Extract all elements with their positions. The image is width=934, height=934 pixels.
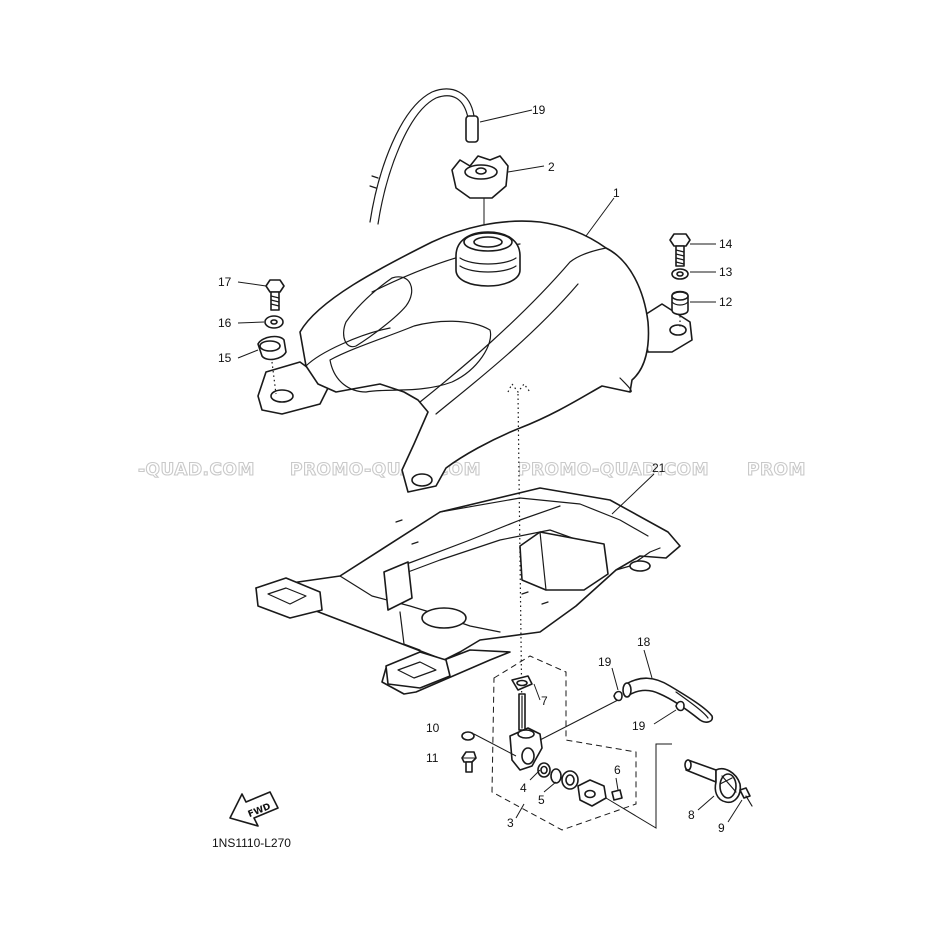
forward-arrow-icon: FWD <box>229 791 279 827</box>
fuel-valve-assembly <box>461 655 672 831</box>
callout-19-lower: 19 <box>632 719 646 733</box>
callout-7: 7 <box>541 694 548 708</box>
left-mount-hardware <box>257 279 287 395</box>
watermark-4: PROM <box>747 460 806 480</box>
callout-5: 5 <box>538 793 545 807</box>
watermark-row: -QUAD.COM PROMO-QUAD.COM PROMO-QUAD.COM … <box>137 459 806 480</box>
callout-18: 18 <box>637 635 651 649</box>
callout-17: 17 <box>218 275 232 289</box>
callout-11: 11 <box>426 751 439 765</box>
watermark-1: -QUAD.COM <box>138 460 255 480</box>
watermark-3: PROMO-QUAD.COM <box>518 460 709 480</box>
fuel-cap <box>451 155 509 226</box>
callout-3: 3 <box>507 816 514 830</box>
callout-16: 16 <box>218 316 232 330</box>
callout-19-upper: 19 <box>598 655 612 669</box>
fuel-hose <box>611 649 714 725</box>
callout-4: 4 <box>520 781 527 795</box>
callout-12: 12 <box>719 295 733 309</box>
callout-2: 2 <box>548 160 555 174</box>
callout-14: 14 <box>719 237 733 251</box>
assembly-centerline <box>517 393 523 721</box>
callout-15: 15 <box>218 351 232 365</box>
tank-bracket <box>255 473 681 695</box>
callout-10: 10 <box>426 721 440 735</box>
callout-6: 6 <box>614 763 621 777</box>
callout-numbers: 19 2 1 14 13 12 17 16 15 21 18 19 19 7 1… <box>218 103 733 835</box>
callout-1: 1 <box>613 186 620 200</box>
callout-21: 21 <box>652 461 666 475</box>
breather-hose <box>369 88 479 225</box>
callout-13: 13 <box>719 265 733 279</box>
callout-20: 19 <box>532 103 546 117</box>
callout-9: 9 <box>718 821 725 835</box>
diagram-reference-code: 1NS1110-L270 <box>212 836 291 850</box>
valve-knob <box>684 759 753 823</box>
fuel-tank <box>257 197 693 493</box>
callout-8: 8 <box>688 808 695 822</box>
right-mount-hardware <box>669 233 691 328</box>
